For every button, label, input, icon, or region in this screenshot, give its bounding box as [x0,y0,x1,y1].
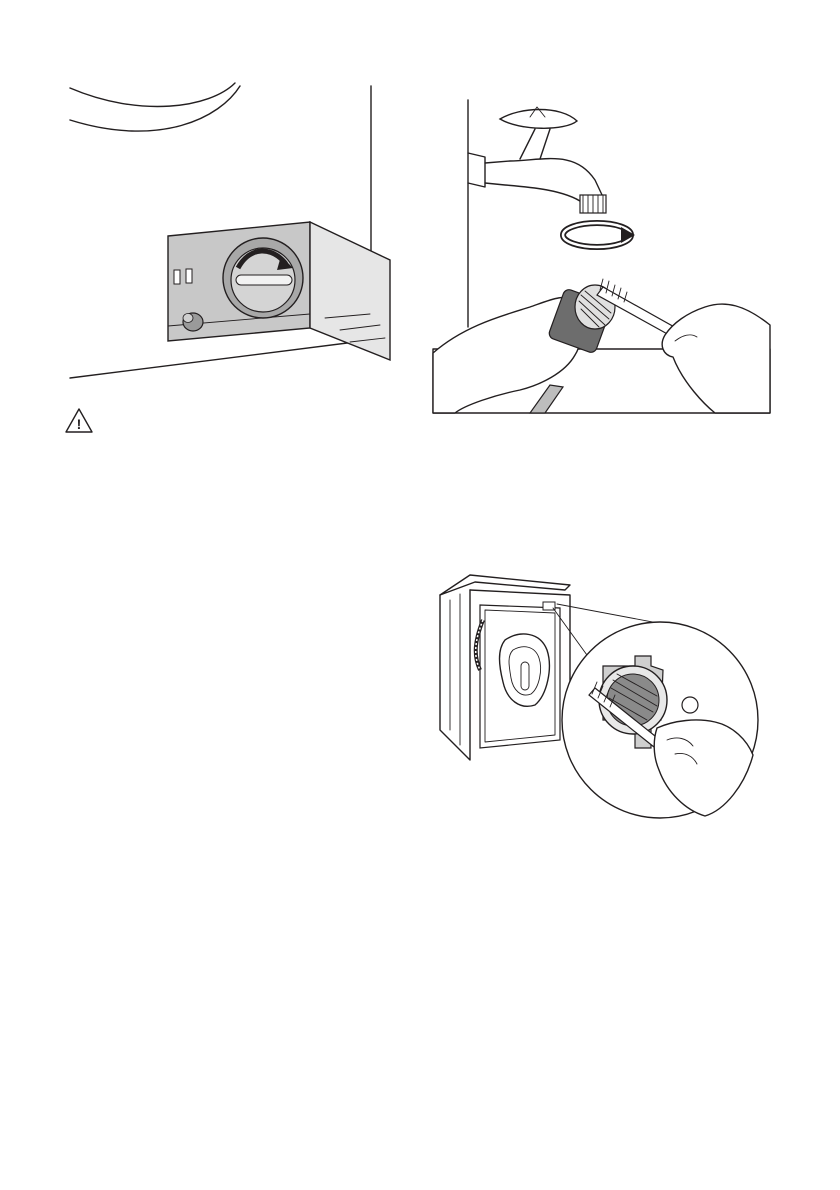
warning-icon: ! [64,407,94,435]
hose-filter-cleaning-illustration [425,95,775,415]
warning-symbol: ! [77,416,82,432]
drain-filter-door-illustration [60,78,400,388]
inlet-filter-cleaning-illustration [435,570,765,840]
